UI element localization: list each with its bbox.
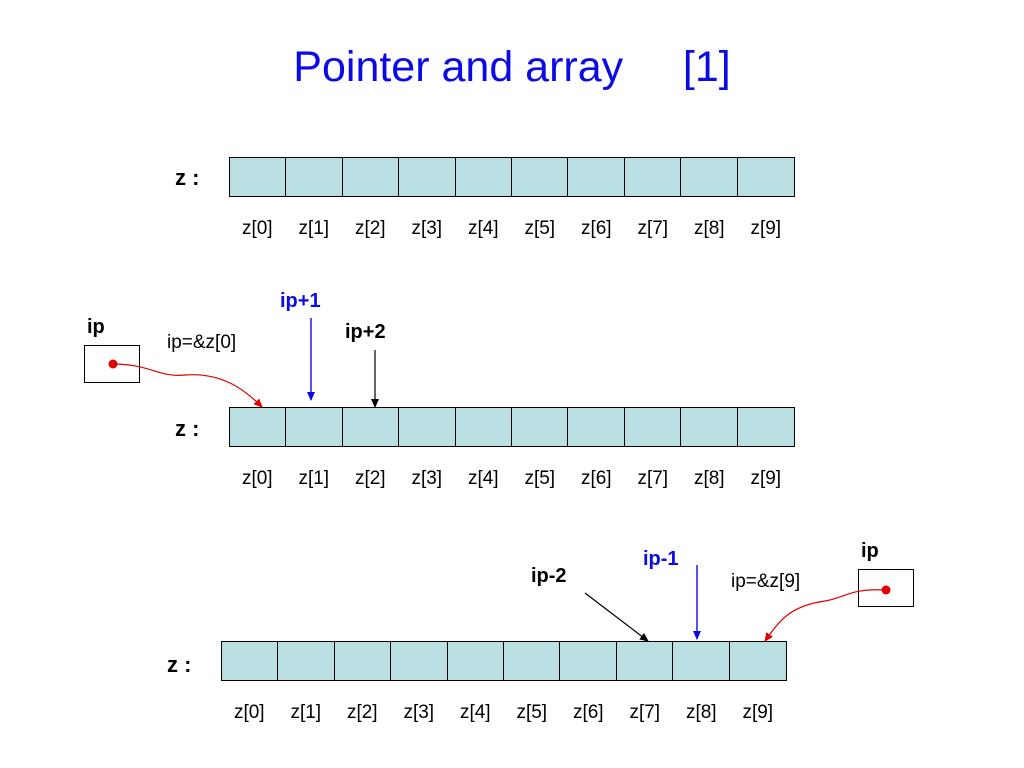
array-cell	[456, 408, 513, 446]
index-label: z[8]	[693, 468, 725, 489]
array-cell	[673, 642, 730, 680]
array-cell	[512, 158, 569, 196]
index-label: z[4]	[467, 218, 499, 239]
index-label: z[7]	[637, 218, 669, 239]
index-row-1: z[0] z[1] z[2] z[3] z[4] z[5] z[6] z[7] …	[229, 216, 794, 242]
index-label: z[7]	[637, 468, 669, 489]
index-label: z[4]	[467, 468, 499, 489]
index-label: z[4]	[459, 702, 491, 723]
array-cell	[391, 642, 448, 680]
index-label: z[1]	[290, 702, 322, 723]
index-label: z[9]	[750, 218, 782, 239]
index-label: z[3]	[403, 702, 435, 723]
assign-label-3: ip=&z[9]	[731, 571, 801, 592]
array-cell	[230, 408, 287, 446]
z-array-label-1: z :	[175, 165, 200, 190]
ip-label-3: ip	[861, 540, 879, 562]
array-cell	[230, 158, 287, 196]
array-cell	[504, 642, 561, 680]
array-cell	[681, 408, 738, 446]
index-row-2: z[0] z[1] z[2] z[3] z[4] z[5] z[6] z[7] …	[229, 466, 794, 492]
ip-to-z9-arrow	[764, 589, 887, 642]
ip-to-z0-arrow	[112, 363, 263, 408]
index-label: z[3]	[411, 468, 443, 489]
array-cell	[399, 408, 456, 446]
array-cell	[456, 158, 513, 196]
array-cell	[399, 158, 456, 196]
index-label: z[0]	[241, 218, 273, 239]
index-label: z[5]	[524, 218, 556, 239]
array-cell	[617, 642, 674, 680]
ip-pointer-box-3	[858, 569, 914, 607]
z-array-2	[229, 407, 795, 447]
index-label: z[1]	[298, 218, 330, 239]
assign-label-2: ip=&z[0]	[167, 332, 237, 353]
ip-minus1-label: ip-1	[643, 548, 679, 570]
array-cell	[278, 642, 335, 680]
page-title: Pointer and array [1]	[293, 43, 731, 91]
index-label: z[6]	[572, 702, 604, 723]
array-cell	[681, 158, 738, 196]
ip-plus1-label: ip+1	[280, 290, 321, 312]
index-row-3: z[0] z[1] z[2] z[3] z[4] z[5] z[6] z[7] …	[221, 700, 786, 726]
index-label: z[9]	[750, 468, 782, 489]
z-array-label-3: z :	[167, 652, 192, 677]
array-cell	[568, 158, 625, 196]
array-cell	[222, 642, 279, 680]
array-cell	[625, 408, 682, 446]
ip-label-2: ip	[87, 316, 105, 338]
z-array-3	[221, 641, 787, 681]
array-cell	[286, 408, 343, 446]
index-label: z[0]	[241, 468, 273, 489]
array-cell	[560, 642, 617, 680]
index-label: z[1]	[298, 468, 330, 489]
index-label: z[2]	[354, 468, 386, 489]
index-label: z[9]	[742, 702, 774, 723]
array-cell	[625, 158, 682, 196]
array-cell	[343, 408, 400, 446]
index-label: z[6]	[580, 218, 612, 239]
array-cell	[448, 642, 505, 680]
index-label: z[8]	[685, 702, 717, 723]
z-array-label-2: z :	[175, 416, 200, 441]
array-cell	[286, 158, 343, 196]
array-cell	[568, 408, 625, 446]
array-cell	[343, 158, 400, 196]
index-label: z[0]	[233, 702, 265, 723]
index-label: z[6]	[580, 468, 612, 489]
array-cell	[512, 408, 569, 446]
ip-minus2-arrow	[584, 592, 649, 642]
index-label: z[5]	[524, 468, 556, 489]
array-cell	[335, 642, 392, 680]
index-label: z[3]	[411, 218, 443, 239]
z-array-1	[229, 157, 795, 197]
index-label: z[2]	[346, 702, 378, 723]
ip-plus2-label: ip+2	[345, 321, 386, 343]
index-label: z[2]	[354, 218, 386, 239]
index-label: z[5]	[516, 702, 548, 723]
index-label: z[7]	[629, 702, 661, 723]
index-label: z[8]	[693, 218, 725, 239]
ip-minus2-label: ip-2	[531, 565, 567, 587]
